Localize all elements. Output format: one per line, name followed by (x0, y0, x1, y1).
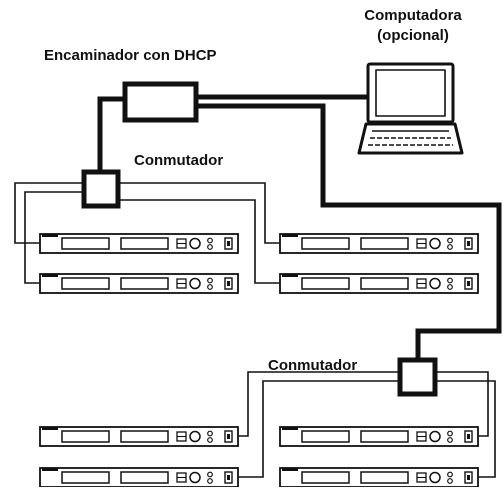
rack-receiver-icon (279, 233, 479, 254)
top-switch-cables (14, 182, 280, 284)
router-to-bottom-switch-cable (196, 103, 502, 360)
router-to-top-switch-cable (97, 96, 125, 172)
bottom-switch-cables (238, 371, 496, 478)
rack-receiver-icon (39, 273, 239, 294)
rack-receiver-icon (39, 426, 239, 447)
rack-receiver-icon (39, 233, 239, 254)
cable-bot-sw-r2 (238, 380, 400, 478)
bottom-switch-label: Conmutador (268, 357, 358, 374)
rack-receiver-icon (279, 426, 479, 447)
switch-icon (81, 169, 121, 209)
computer-label: Computadora (opcional) (354, 6, 472, 46)
computer-label-line2: (opcional) (377, 27, 449, 44)
rack-receiver-icon (279, 273, 479, 294)
router-label: Encaminador con DHCP (44, 47, 217, 64)
cable-bot-sw-r3 (435, 371, 489, 437)
rack-receiver-icon (279, 467, 479, 488)
switch-icon (397, 357, 438, 397)
cable-bot-sw-r4 (435, 380, 496, 478)
computer-icon (357, 62, 464, 155)
computer-label-line1: Computadora (364, 7, 462, 24)
cable-top-sw-r3 (118, 182, 280, 244)
cable-top-sw-r2 (24, 191, 84, 284)
cable-top-sw-r1 (14, 182, 84, 244)
cable-top-sw-r4 (118, 199, 280, 284)
rack-receiver-icon (39, 467, 239, 488)
receivers-group (39, 233, 479, 488)
router-icon (122, 81, 199, 123)
trunk-cables (97, 94, 502, 360)
cable-bot-sw-r1 (238, 371, 400, 437)
top-switch-label: Conmutador (134, 152, 224, 169)
